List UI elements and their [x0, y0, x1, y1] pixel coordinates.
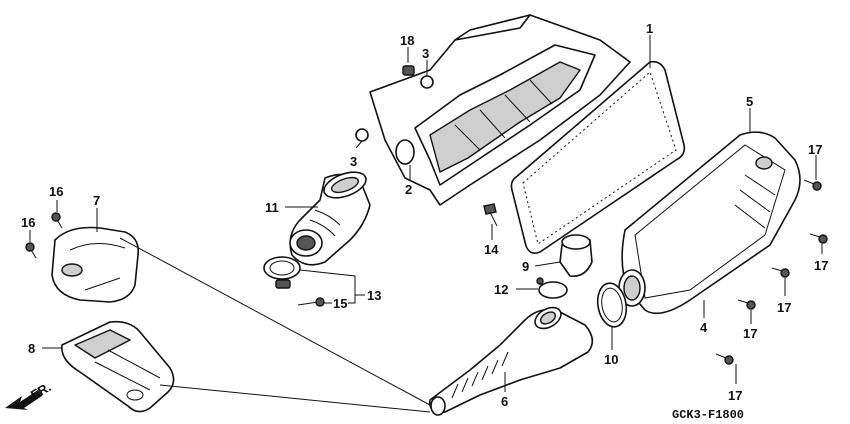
air-cleaner-cover-part [621, 131, 801, 315]
leader-lines [29, 35, 823, 392]
callout-2: 2 [405, 182, 412, 197]
seal-ring-part [596, 282, 628, 328]
callout-17: 17 [728, 388, 742, 403]
callout-11: 11 [265, 200, 279, 215]
diagram-code: GCK3-F1800 [672, 408, 744, 422]
bolt-part [483, 203, 498, 227]
callout-17: 17 [743, 326, 757, 341]
tube-band-part [263, 256, 301, 289]
filter-element-part [510, 60, 686, 254]
air-cleaner-case-part [369, 14, 631, 206]
screw-part [297, 297, 325, 307]
clip-part [536, 277, 568, 299]
callout-9: 9 [522, 259, 529, 274]
callout-3: 3 [350, 154, 357, 169]
screw-part [25, 212, 63, 259]
callout-labels: 1 2 3 3 4 5 6 7 8 9 10 11 12 13 14 15 16… [21, 21, 828, 409]
callout-18: 18 [400, 33, 414, 48]
callout-1: 1 [646, 21, 653, 36]
callout-14: 14 [484, 242, 499, 257]
callout-16: 16 [21, 215, 35, 230]
callout-8: 8 [28, 341, 35, 356]
callout-13: 13 [367, 288, 381, 303]
callout-15: 15 [333, 296, 347, 311]
duct-part [61, 320, 175, 413]
intake-duct-part [428, 306, 594, 416]
callout-3: 3 [422, 46, 429, 61]
callout-7: 7 [93, 193, 100, 208]
callout-4: 4 [700, 320, 708, 335]
drain-cap-part [559, 234, 593, 278]
callout-10: 10 [604, 352, 618, 367]
front-direction-arrow: FR. [5, 379, 54, 410]
callout-17: 17 [814, 258, 828, 273]
callout-16: 16 [49, 184, 63, 199]
callout-17: 17 [808, 142, 822, 157]
screw-part [715, 179, 828, 365]
callout-12: 12 [494, 282, 508, 297]
callout-6: 6 [501, 394, 508, 409]
callout-5: 5 [746, 94, 753, 109]
cover-part [51, 226, 140, 303]
connecting-tube-part [289, 171, 371, 266]
callout-17: 17 [777, 300, 791, 315]
